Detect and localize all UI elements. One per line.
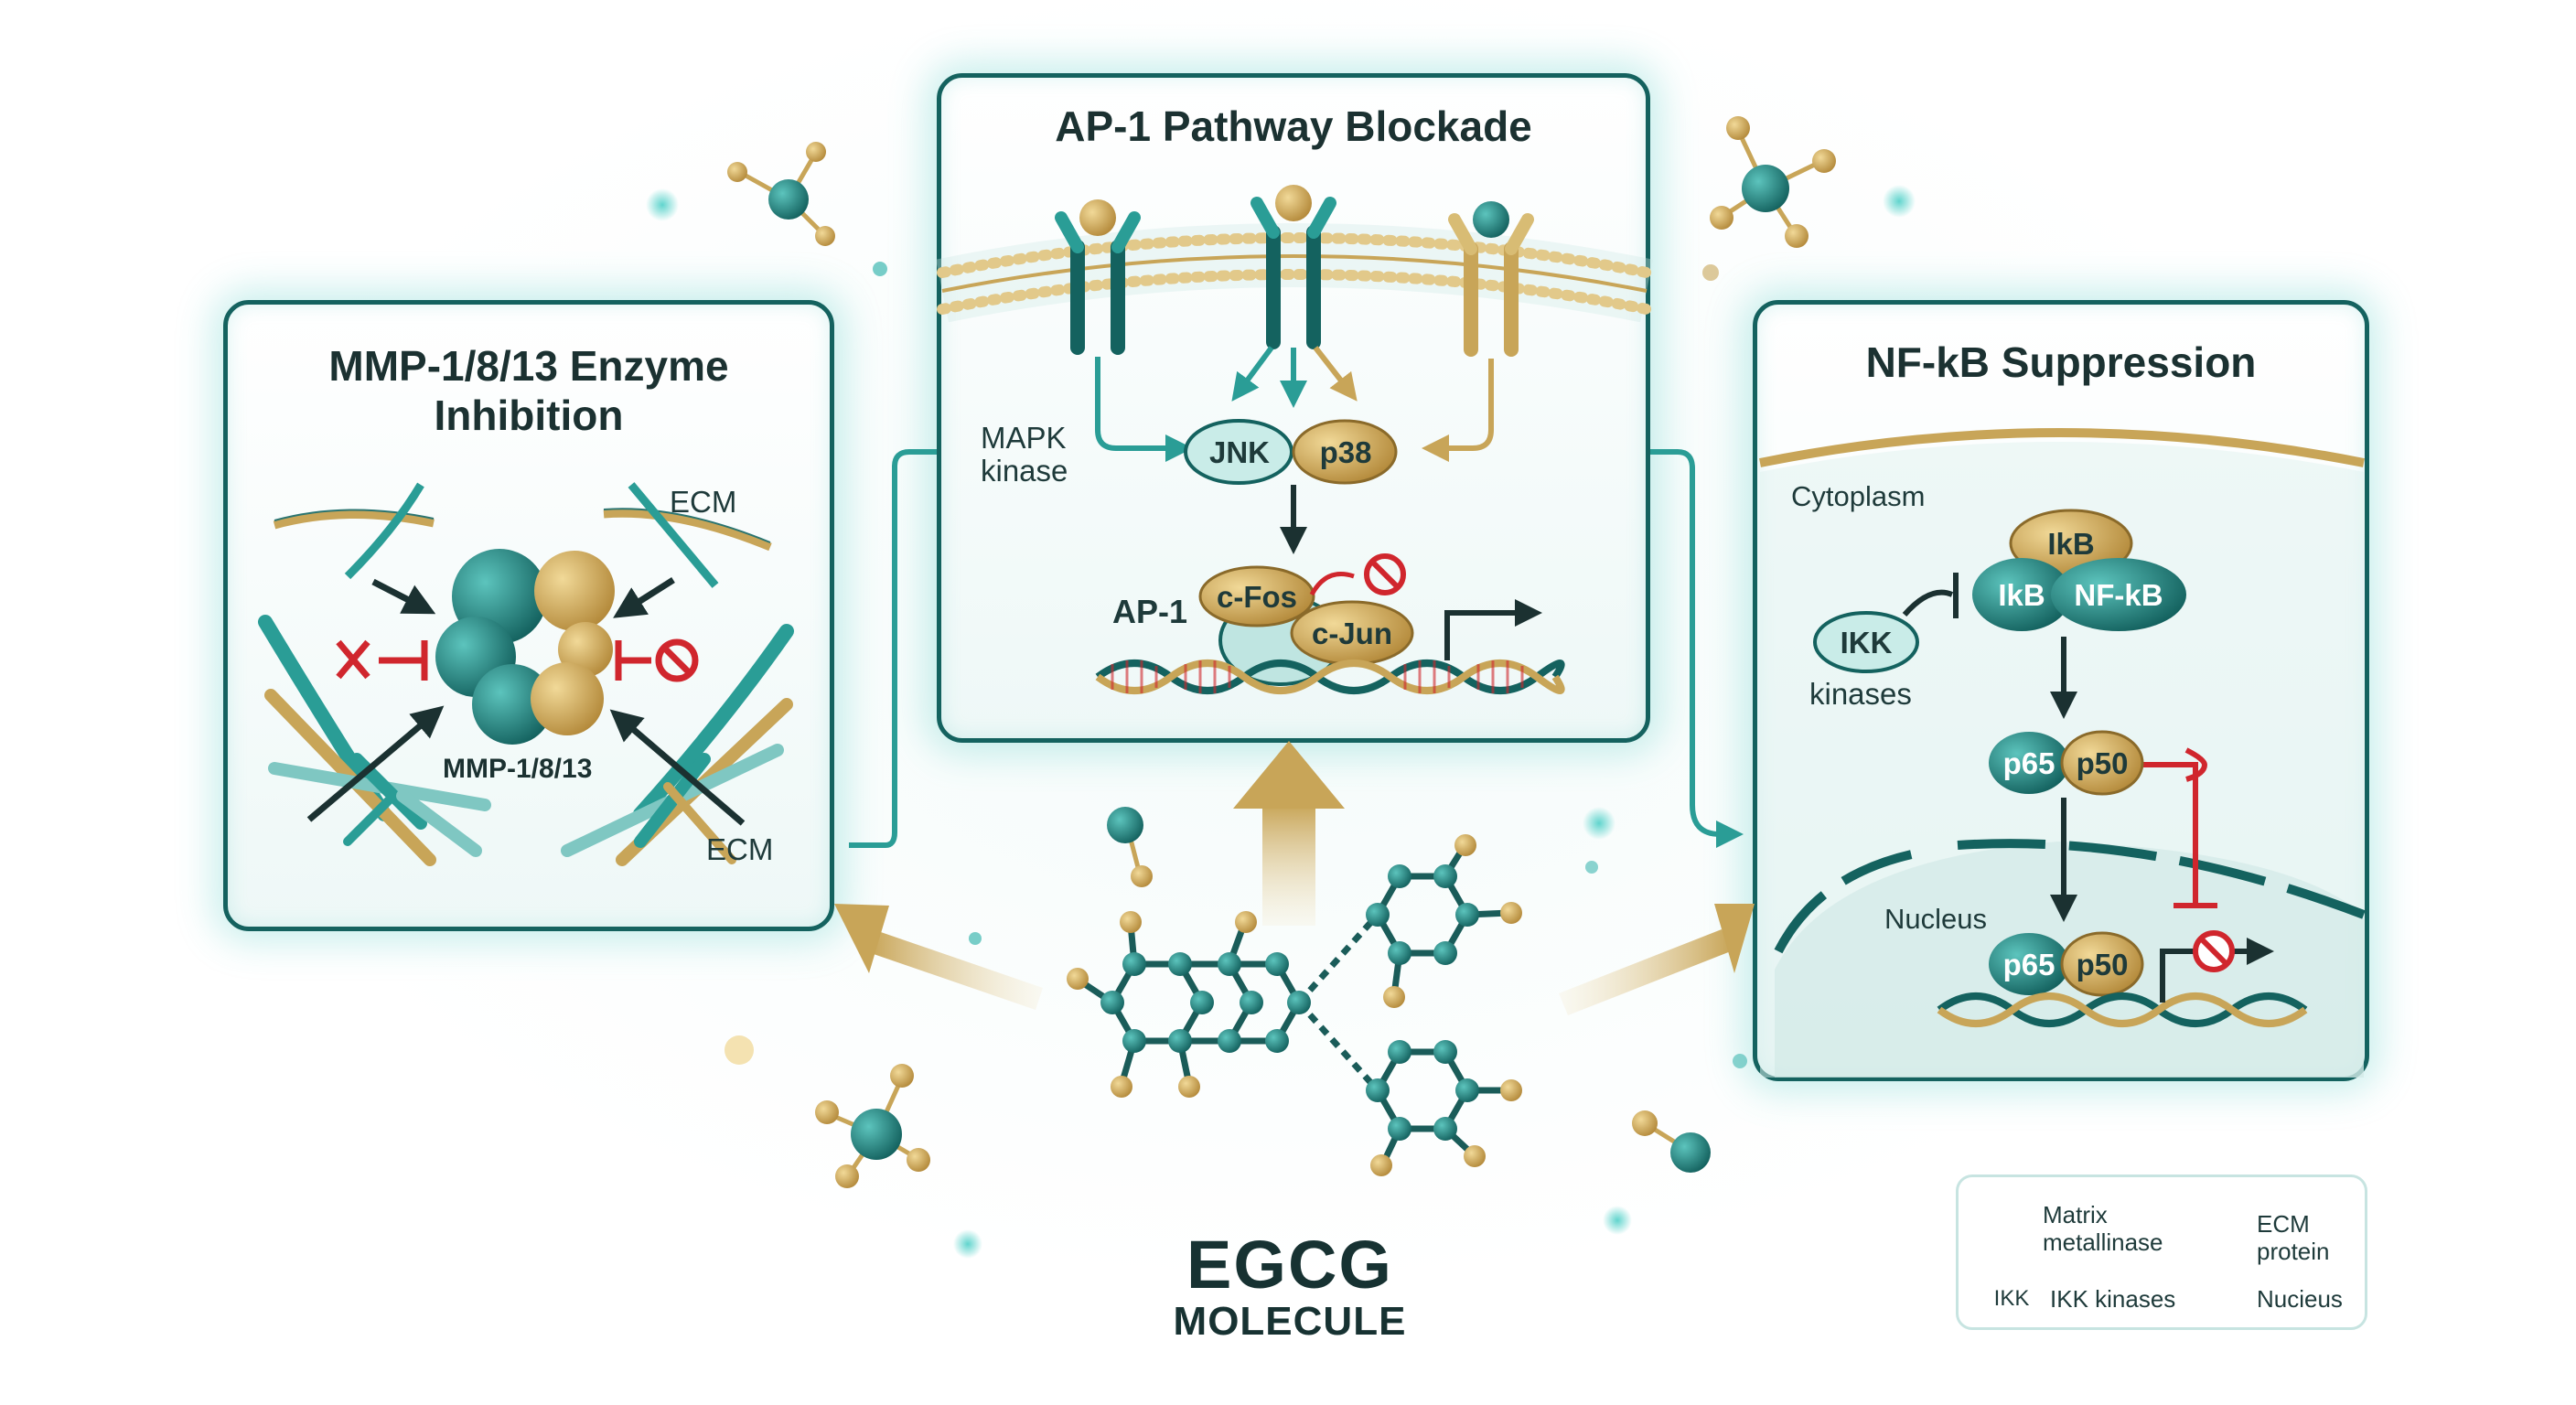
legend-enzyme-line1: Matrix [2043,1201,2108,1228]
ikb-top-label: IkB [2047,527,2095,561]
egcg-molecule-atoms [1067,834,1522,1176]
egcg-subtitle: MOLECULE [1173,1299,1407,1344]
p38-label: p38 [1319,435,1372,469]
egcg-arrow-up [1233,741,1345,926]
mapk-label-line2: kinase [981,454,1068,488]
p65-nucleus-label: p65 [2002,948,2055,981]
mapk-label-line1: MAPK [981,421,1067,455]
p50-nucleus-label: p50 [2076,948,2129,981]
mmp-ecm-label-top: ECM [670,485,737,519]
nfkb-panel-title: NF-kB Suppression [1865,338,2257,386]
p65-cytoplasm-label: p65 [2002,746,2055,780]
p50-cytoplasm-label: p50 [2076,746,2129,780]
mmp-panel-title-line1: MMP-1/8/13 Enzyme [328,342,729,390]
egcg-molecule-structure [1078,845,1510,1165]
floating-molecule-center [1107,807,1153,887]
cytoplasm-label: Cytoplasm [1791,480,1926,512]
egcg-arrow-left [834,904,1043,1010]
legend-ikk-label: IKK kinases [2050,1285,2176,1313]
legend-enzyme-line2: metallinase [2043,1228,2163,1256]
legend-inhibit-label: Nucieus [2257,1285,2343,1313]
legend-ikk-badge: IKK [1993,1286,2030,1311]
cjun-label: c-Jun [1311,617,1392,650]
ap1-pathway-panel: AP-1 Pathway Blockade [937,73,1650,743]
mmp-panel-title-line2: Inhibition [434,391,624,439]
legend-box: Matrix metallinase ECM protein IKK IKK k… [1956,1174,2367,1330]
floating-molecule-bottom-right [1632,1110,1711,1173]
ap1-panel-title: AP-1 Pathway Blockade [1055,102,1532,150]
legend-arrow-line2: protein [2257,1238,2330,1265]
nucleus-label: Nucleus [1884,903,1987,935]
connector-right [1650,449,1744,848]
jnk-label: JNK [1208,435,1271,469]
connector-left [849,449,937,848]
legend-arrow-line1: ECM [2257,1210,2310,1238]
mmp-ecm-label-bottom: ECM [706,832,774,866]
floating-molecule-top-right [1710,116,1836,248]
ap1-label: AP-1 [1112,593,1188,630]
egcg-arrow-right [1559,904,1755,1015]
ikk-label: IKK [1840,626,1893,660]
egcg-name: EGCG [1186,1227,1393,1303]
floating-molecule-top-left [727,142,835,246]
floating-molecule-bottom-left [815,1064,930,1188]
ikb-label: IkB [1998,578,2045,612]
mmp-enzyme-label: MMP-1/8/13 [443,754,593,784]
kinases-label: kinases [1809,677,1912,711]
nfkb-label: NF-kB [2074,578,2163,612]
cfos-label: c-Fos [1216,580,1297,614]
